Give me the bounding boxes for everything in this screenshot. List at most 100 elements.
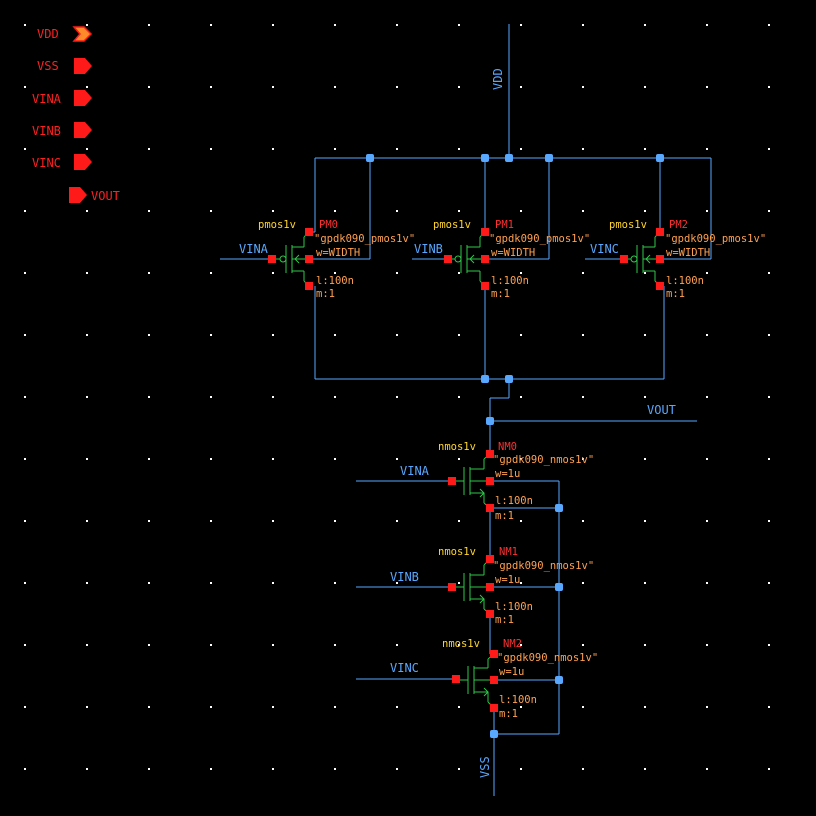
grid-dot bbox=[334, 458, 336, 460]
pin-vina-label: VINA bbox=[32, 92, 62, 106]
terminal-pin bbox=[486, 583, 494, 591]
grid-dot bbox=[210, 458, 212, 460]
nm2-multiplier: m:1 bbox=[499, 708, 518, 720]
pin-vinc[interactable]: VINC bbox=[32, 154, 92, 170]
terminal-pin bbox=[481, 228, 489, 236]
grid-dot bbox=[148, 148, 150, 150]
pm2-multiplier: m:1 bbox=[666, 288, 685, 300]
grid-dot bbox=[582, 644, 584, 646]
pin-vina[interactable]: VINA bbox=[32, 90, 92, 106]
terminal-pin bbox=[444, 255, 452, 263]
junction-dot bbox=[505, 375, 513, 383]
grid-dot bbox=[396, 582, 398, 584]
grid-dot bbox=[458, 706, 460, 708]
grid-dot bbox=[768, 86, 770, 88]
pm2-symbol[interactable] bbox=[624, 231, 661, 287]
grid-dot bbox=[706, 396, 708, 398]
grid-dot bbox=[396, 272, 398, 274]
pm0-symbol[interactable] bbox=[272, 231, 310, 287]
grid-dot bbox=[582, 768, 584, 770]
grid-dot bbox=[768, 458, 770, 460]
pin-vinb[interactable]: VINB bbox=[32, 122, 92, 138]
nm2-instance-name: NM2 bbox=[503, 638, 522, 650]
nm0-symbol[interactable] bbox=[452, 453, 491, 509]
pm1-length: l:100n bbox=[491, 275, 529, 287]
grid-dot bbox=[582, 86, 584, 88]
grid-dot bbox=[582, 582, 584, 584]
pin-vout[interactable]: VOUT bbox=[69, 187, 120, 203]
grid-dot bbox=[24, 582, 26, 584]
grid-dot bbox=[520, 644, 522, 646]
grid-dot bbox=[520, 148, 522, 150]
nm1-cell-name: nmos1v bbox=[438, 546, 476, 558]
net-label-vinb-p: VINB bbox=[414, 242, 443, 256]
nm2-symbol[interactable] bbox=[456, 653, 495, 709]
net-label-vinb-n: VINB bbox=[390, 570, 419, 584]
grid-dot bbox=[458, 24, 460, 26]
grid-dot bbox=[24, 458, 26, 460]
pin-vdd[interactable]: VDD bbox=[37, 26, 93, 42]
grid-dot bbox=[396, 768, 398, 770]
terminal-pin bbox=[620, 255, 628, 263]
junction-dot bbox=[366, 154, 374, 162]
grid-dot bbox=[706, 706, 708, 708]
output-pin-icon bbox=[69, 187, 87, 203]
grid-dot bbox=[768, 148, 770, 150]
grid-dot bbox=[210, 272, 212, 274]
pin-vss[interactable]: VSS bbox=[37, 58, 92, 74]
grid-dot bbox=[210, 396, 212, 398]
grid-dot bbox=[148, 24, 150, 26]
pm2-model: "gpdk090_pmos1v" bbox=[665, 233, 766, 245]
grid-dot bbox=[272, 458, 274, 460]
grid-dot bbox=[706, 768, 708, 770]
grid-dot bbox=[644, 396, 646, 398]
terminal-pin bbox=[305, 282, 313, 290]
pm2-width: w=WIDTH bbox=[666, 247, 710, 259]
grid-dot bbox=[334, 148, 336, 150]
grid-dot bbox=[458, 520, 460, 522]
terminal-pin bbox=[448, 477, 456, 485]
grid-dot bbox=[24, 148, 26, 150]
junction-dot bbox=[555, 504, 563, 512]
grid-dot bbox=[210, 582, 212, 584]
junction-dot bbox=[505, 154, 513, 162]
grid-dot bbox=[24, 396, 26, 398]
grid-dot bbox=[148, 706, 150, 708]
terminal-pin bbox=[656, 255, 664, 263]
grid-dot bbox=[520, 272, 522, 274]
pm1-symbol[interactable] bbox=[448, 231, 486, 287]
junction-dot bbox=[656, 154, 664, 162]
grid-dot bbox=[86, 396, 88, 398]
nm1-symbol[interactable] bbox=[452, 558, 491, 615]
grid-dot bbox=[210, 86, 212, 88]
grid-dot bbox=[768, 396, 770, 398]
grid-dot bbox=[148, 520, 150, 522]
grid-dot bbox=[396, 148, 398, 150]
grid-dot bbox=[86, 520, 88, 522]
nm2-model: "gpdk090_nmos1v" bbox=[497, 652, 598, 664]
grid-dot bbox=[396, 396, 398, 398]
grid-dot bbox=[644, 458, 646, 460]
grid-dot bbox=[520, 520, 522, 522]
grid-dot bbox=[458, 272, 460, 274]
grid-dot bbox=[706, 458, 708, 460]
terminal-pin bbox=[305, 228, 313, 236]
grid-dot bbox=[334, 272, 336, 274]
terminal-pin bbox=[486, 477, 494, 485]
grid-dot bbox=[396, 334, 398, 336]
grid-dot bbox=[644, 334, 646, 336]
terminal-pin bbox=[656, 228, 664, 236]
nm0-multiplier: m:1 bbox=[495, 510, 514, 522]
grid-dot bbox=[86, 582, 88, 584]
grid-dot bbox=[24, 334, 26, 336]
grid-dot bbox=[272, 706, 274, 708]
grid-dot bbox=[148, 582, 150, 584]
grid-dot bbox=[706, 24, 708, 26]
grid-dot bbox=[768, 272, 770, 274]
net-label-vinc-n: VINC bbox=[390, 661, 419, 675]
grid-dot bbox=[458, 148, 460, 150]
input-pin-icon bbox=[74, 122, 92, 138]
nm2-length: l:100n bbox=[499, 694, 537, 706]
grid-dot bbox=[644, 272, 646, 274]
